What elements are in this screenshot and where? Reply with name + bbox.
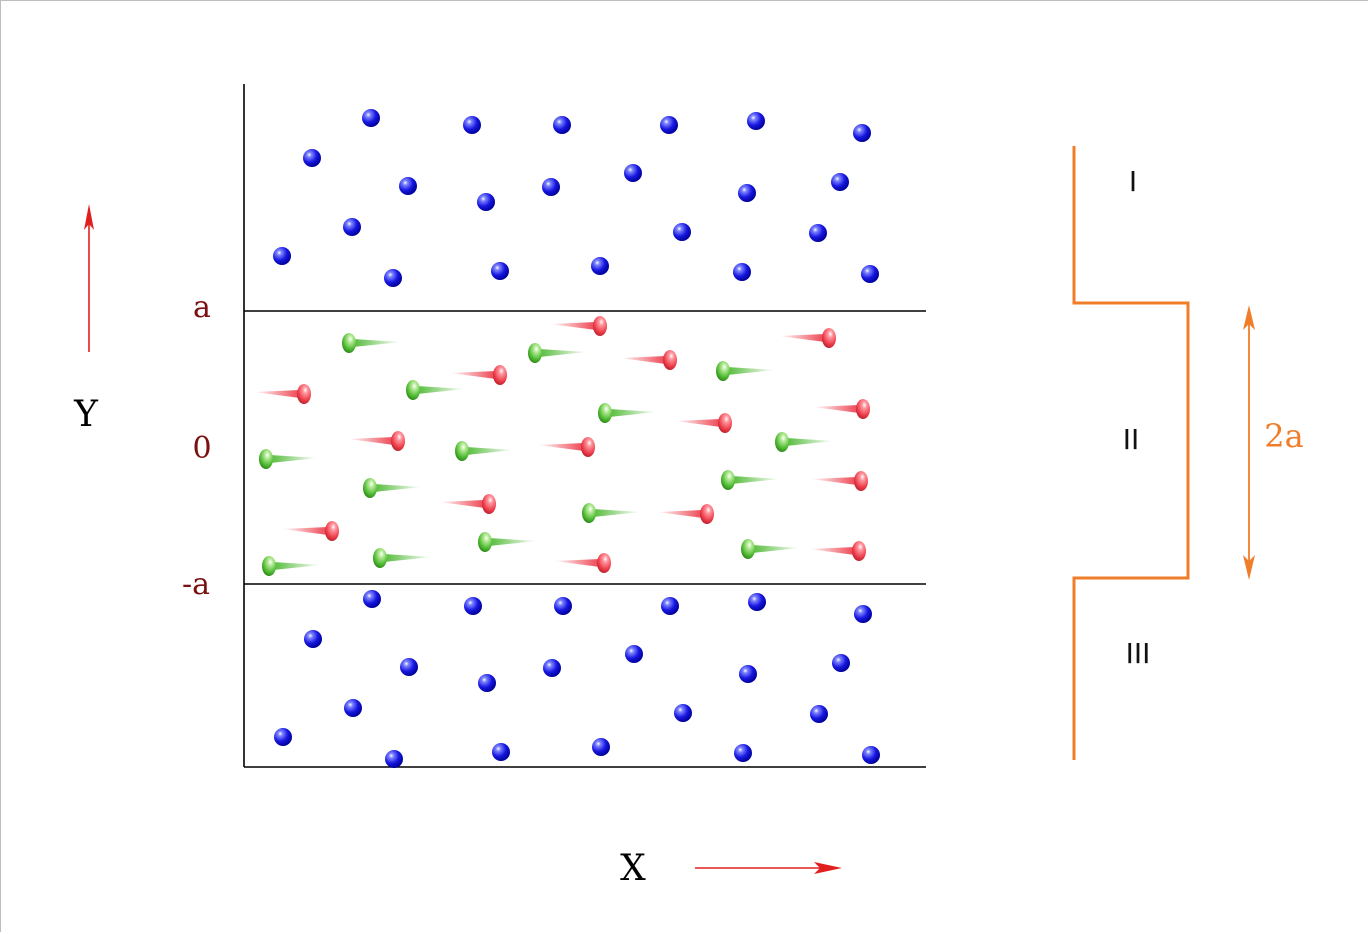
ion-sphere: [738, 184, 756, 202]
ion-sphere: [274, 728, 292, 746]
region-label-3: III: [1126, 637, 1151, 670]
ion-sphere: [477, 193, 495, 211]
y-axis-label: Y: [73, 394, 99, 435]
red-particle: [620, 350, 677, 370]
width-label: 2a: [1264, 417, 1303, 455]
ion-sphere: [491, 262, 509, 280]
ion-sphere: [661, 597, 679, 615]
ion-sphere: [464, 597, 482, 615]
ion-sphere: [343, 218, 361, 236]
ion-sphere: [861, 265, 879, 283]
ion-sphere: [543, 659, 561, 677]
green-particle: [406, 380, 465, 400]
red-particle: [439, 494, 496, 514]
ion-sphere: [831, 173, 849, 191]
red-particle: [348, 431, 405, 451]
green-particle: [598, 403, 657, 423]
ion-sphere: [809, 224, 827, 242]
red-particle: [538, 437, 595, 457]
ion-sphere: [554, 597, 572, 615]
ion-sphere: [854, 605, 872, 623]
green-particle: [455, 441, 514, 461]
ion-sphere: [399, 177, 417, 195]
ion-sphere: [553, 116, 571, 134]
ion-sphere: [384, 269, 402, 287]
ion-sphere: [400, 658, 418, 676]
x-direction-arrow: [695, 862, 842, 874]
channel-particles: [254, 316, 870, 576]
red-particle: [450, 365, 507, 385]
red-particle: [809, 541, 866, 561]
red-particle: [657, 504, 714, 524]
ion-sphere: [273, 247, 291, 265]
green-particle: [342, 333, 401, 353]
ion-sphere: [492, 743, 510, 761]
ion-sphere: [304, 630, 322, 648]
ion-sphere: [747, 112, 765, 130]
green-particle: [478, 532, 537, 552]
ion-sphere: [733, 263, 751, 281]
red-particle: [550, 316, 607, 336]
green-particle: [582, 503, 641, 523]
ion-sphere: [478, 674, 496, 692]
red-particle: [813, 399, 870, 419]
ion-sphere: [660, 116, 678, 134]
ion-sphere: [862, 746, 880, 764]
ion-sphere: [673, 223, 691, 241]
ion-sphere: [591, 257, 609, 275]
ion-sphere: [592, 738, 610, 756]
ion-sphere: [810, 705, 828, 723]
ion-sphere: [463, 116, 481, 134]
green-particle: [528, 343, 587, 363]
region-label-1: I: [1129, 165, 1137, 198]
region-label-2: II: [1123, 423, 1140, 456]
red-particle: [254, 384, 311, 404]
tick-label-a: a: [193, 290, 211, 325]
red-particle: [282, 521, 339, 541]
red-particle: [811, 471, 868, 491]
tick-label-neg-a: -a: [182, 567, 210, 602]
ion-sphere: [624, 164, 642, 182]
potential-profile: [1072, 146, 1190, 760]
ion-sphere: [344, 699, 362, 717]
ion-sphere: [363, 590, 381, 608]
red-particle: [779, 328, 836, 348]
red-particle: [554, 553, 611, 573]
ion-sphere: [362, 109, 380, 127]
green-particle: [716, 361, 775, 381]
ion-sphere: [625, 645, 643, 663]
ion-sphere: [734, 744, 752, 762]
ion-spheres: [273, 109, 880, 768]
x-axis-label: X: [620, 848, 646, 889]
ion-sphere: [748, 593, 766, 611]
green-particle: [373, 548, 432, 568]
ion-sphere: [542, 178, 560, 196]
ion-sphere: [739, 665, 757, 683]
ion-sphere: [303, 149, 321, 167]
ion-sphere: [832, 654, 850, 672]
channel-boundaries: [243, 84, 926, 768]
ion-sphere: [385, 750, 403, 768]
green-particle: [741, 539, 800, 559]
width-double-arrow: [1243, 305, 1255, 580]
green-particle: [363, 478, 422, 498]
tick-label-zero: 0: [192, 431, 211, 466]
red-particle: [675, 413, 732, 433]
y-direction-arrow: [84, 204, 94, 352]
ion-sphere: [853, 124, 871, 142]
green-particle: [259, 449, 318, 469]
green-particle: [721, 470, 780, 490]
green-particle: [262, 556, 321, 576]
green-particle: [775, 432, 834, 452]
ion-sphere: [674, 704, 692, 722]
